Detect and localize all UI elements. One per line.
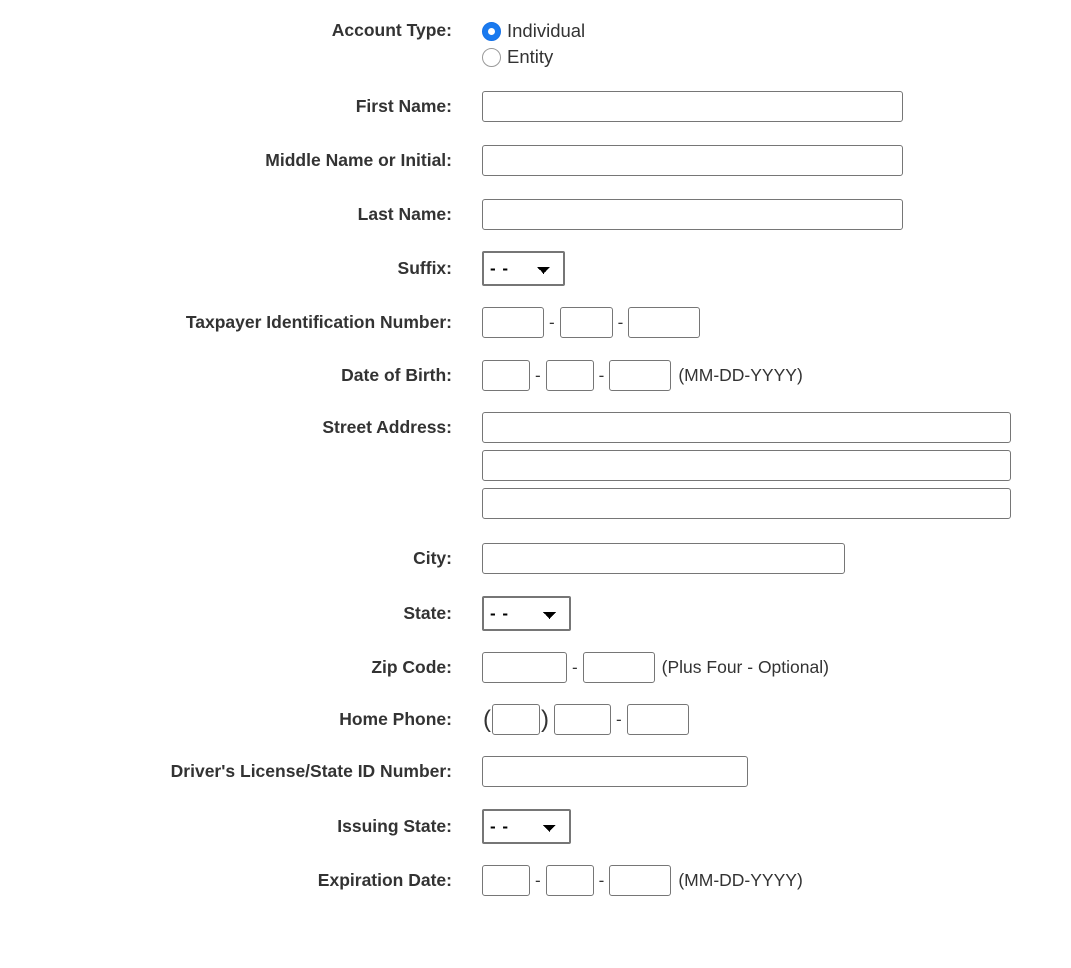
drivers-license-input[interactable] [482,756,748,787]
account-registration-form: Account Type: Individual Entity First Na… [0,20,1071,896]
taxpayer-id-part1-input[interactable] [482,307,544,338]
first-name-input[interactable] [482,91,903,122]
street-address-line2-input[interactable] [482,450,1011,481]
street-address-line3-input[interactable] [482,488,1011,519]
form-row-drivers-license: Driver's License/State ID Number: [0,756,1071,787]
middle-name-input[interactable] [482,145,903,176]
form-row-taxpayer-id: Taxpayer Identification Number: - - [0,307,1071,338]
form-row-suffix: Suffix: - - [0,251,1071,286]
city-input[interactable] [482,543,845,574]
expiration-date-separator-1: - [535,871,541,890]
form-row-zip-code: Zip Code: - (Plus Four - Optional) [0,652,1071,683]
expiration-date-label: Expiration Date: [317,870,452,890]
date-of-birth-format-note: (MM-DD-YYYY) [678,365,803,385]
first-name-label: First Name: [355,96,452,116]
taxpayer-id-label: Taxpayer Identification Number: [185,312,452,332]
form-row-home-phone: Home Phone: ( ) - [0,704,1071,735]
account-type-radio-group[interactable]: Individual Entity [482,22,585,67]
date-of-birth-day-input[interactable] [545,360,594,391]
account-type-label: Account Type: [331,20,452,40]
expiration-date-month-input[interactable] [482,865,530,896]
home-phone-line-input[interactable] [626,704,689,735]
suffix-select[interactable]: - - [482,251,565,286]
form-row-last-name: Last Name: [0,199,1071,230]
form-row-expiration-date: Expiration Date: - - (MM-DD-YYYY) [0,865,1071,896]
issuing-state-label: Issuing State: [337,816,452,836]
expiration-date-day-input[interactable] [545,865,594,896]
home-phone-separator: - [616,710,622,729]
home-phone-close-paren: ) [541,705,549,733]
taxpayer-id-separator-2: - [617,313,624,332]
form-row-issuing-state: Issuing State: - - [0,809,1071,844]
expiration-date-year-input[interactable] [609,865,672,896]
home-phone-prefix-input[interactable] [554,704,611,735]
account-type-option-entity-label: Entity [507,46,554,68]
street-address-label: Street Address: [322,417,452,437]
city-label: City: [413,548,452,568]
date-of-birth-separator-2: - [598,366,605,385]
account-type-option-individual-label: Individual [507,20,586,42]
taxpayer-id-part2-input[interactable] [559,307,613,338]
taxpayer-id-separator-1: - [549,313,555,332]
zip-code-label: Zip Code: [371,657,452,677]
suffix-label: Suffix: [397,258,452,278]
form-row-date-of-birth: Date of Birth: - - (MM-DD-YYYY) [0,360,1071,391]
form-row-account-type: Account Type: Individual Entity [0,20,1071,67]
state-select[interactable]: - - [482,596,571,631]
expiration-date-format-note: (MM-DD-YYYY) [678,870,803,890]
account-type-option-entity[interactable]: Entity [482,48,585,67]
date-of-birth-month-input[interactable] [482,360,530,391]
radio-individual-icon[interactable] [482,22,501,41]
zip-code-note: (Plus Four - Optional) [661,657,829,677]
radio-entity-icon[interactable] [482,48,501,67]
account-type-option-individual[interactable]: Individual [482,22,585,41]
street-address-line1-input[interactable] [482,412,1011,443]
zip-code-separator: - [572,658,578,677]
last-name-input[interactable] [482,199,903,230]
last-name-label: Last Name: [357,204,452,224]
date-of-birth-separator-1: - [535,366,541,385]
zip-code-plus-four-input[interactable] [582,652,655,683]
form-row-state: State: - - [0,596,1071,631]
taxpayer-id-part3-input[interactable] [628,307,701,338]
middle-name-label: Middle Name or Initial: [265,150,452,170]
form-row-city: City: [0,543,1071,574]
date-of-birth-label: Date of Birth: [341,365,452,385]
state-label: State: [403,603,452,623]
home-phone-label: Home Phone: [339,709,452,729]
home-phone-area-code-input[interactable] [492,704,540,735]
zip-code-input[interactable] [482,652,567,683]
form-row-street-address: Street Address: [0,412,1071,519]
home-phone-open-paren: ( [483,705,491,733]
form-row-first-name: First Name: [0,91,1071,122]
form-row-middle-name: Middle Name or Initial: [0,145,1071,176]
expiration-date-separator-2: - [598,871,605,890]
drivers-license-label: Driver's License/State ID Number: [170,761,452,781]
date-of-birth-year-input[interactable] [609,360,672,391]
issuing-state-select[interactable]: - - [482,809,571,844]
